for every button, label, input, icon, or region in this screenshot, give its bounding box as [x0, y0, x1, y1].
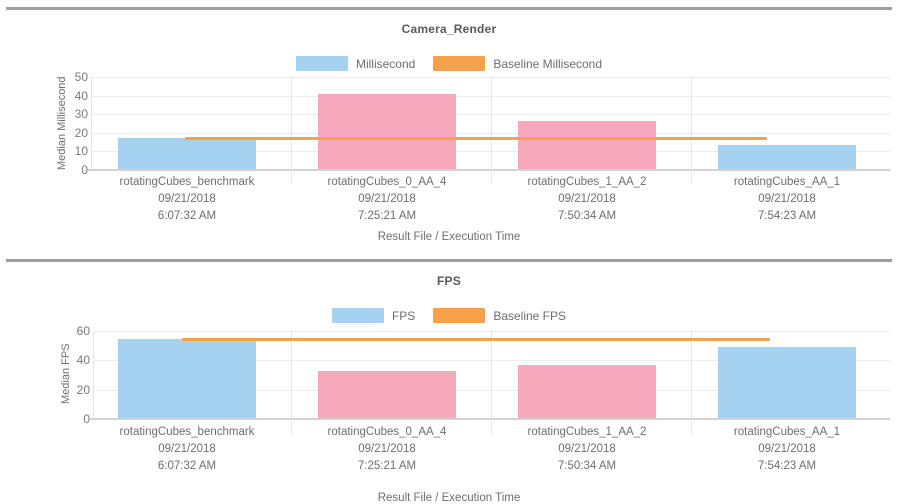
x-tick-label-2-date: 09/21/2018: [558, 443, 616, 455]
x-tick-label-0-name: rotatingCubes_benchmark: [119, 426, 255, 438]
bar-millisecond-1[interactable]: [318, 93, 456, 169]
x-tick-label-3: rotatingCubes_AA_1 09/21/2018 7:54:23 AM: [687, 174, 887, 225]
category-separator-2: [491, 76, 492, 184]
legend-label-baseline-millisecond: Baseline Millisecond: [493, 56, 603, 71]
bar-millisecond-2[interactable]: [518, 121, 656, 169]
x-tick-label-3-time: 7:54:23 AM: [757, 210, 817, 222]
x-tick-label-1-date: 09/21/2018: [358, 193, 416, 205]
y-axis-line: [93, 331, 94, 419]
x-tick-label-2-name: rotatingCubes_1_AA_2: [527, 176, 647, 188]
legend-label-fps: FPS: [391, 308, 416, 323]
bar-fps-1[interactable]: [318, 371, 456, 418]
x-axis-title-fps: Result File / Execution Time: [377, 492, 521, 504]
legend-swatch-fps-icon: [331, 308, 384, 323]
x-axis-line: [88, 169, 890, 171]
x-tick-label-2-date: 09/21/2018: [558, 193, 616, 205]
y-tick-50: 50: [74, 70, 88, 84]
gridline-20: [94, 389, 890, 391]
bar-fps-3[interactable]: [718, 346, 856, 418]
legend-swatch-millisecond-icon: [295, 56, 348, 71]
x-tick-label-0-date: 09/21/2018: [158, 193, 216, 205]
y-tick-0: 0: [83, 412, 90, 426]
x-tick-label-0: rotatingCubes_benchmark 09/21/2018 6:07:…: [87, 424, 287, 475]
bar-millisecond-0[interactable]: [118, 138, 256, 169]
x-tick-label-3: rotatingCubes_AA_1 09/21/2018 7:54:23 AM: [687, 424, 887, 475]
legend-entry-baseline-fps[interactable]: Baseline FPS: [433, 308, 566, 323]
y-tick-20: 20: [76, 382, 90, 397]
legend-entry-millisecond[interactable]: Millisecond: [295, 56, 416, 71]
x-tick-label-3-time: 7:54:23 AM: [757, 460, 817, 472]
category-separator-1: [291, 76, 292, 184]
y-tick-20: 20: [74, 125, 88, 140]
x-tick-label-1-time: 7:25:21 AM: [357, 460, 417, 472]
chart-panel-camera-render: Camera_Render Millisecond Baseline Milli…: [0, 7, 898, 243]
y-axis-line: [91, 77, 92, 170]
legend-entry-baseline-millisecond[interactable]: Baseline Millisecond: [433, 56, 602, 71]
x-tick-label-2-name: rotatingCubes_1_AA_2: [527, 426, 647, 438]
legend-swatch-baseline-millisecond-icon: [433, 56, 486, 71]
category-separator-3: [691, 76, 692, 184]
x-tick-label-2: rotatingCubes_1_AA_2 09/21/2018 7:50:34 …: [487, 174, 687, 225]
x-tick-label-1: rotatingCubes_0_AA_4 09/21/2018 7:25:21 …: [287, 424, 487, 475]
x-tick-label-0-date: 09/21/2018: [158, 443, 216, 455]
panel-divider-top: [6, 7, 892, 10]
x-tick-label-0-name: rotatingCubes_benchmark: [119, 176, 255, 188]
chart-title-camera-render: Camera_Render: [401, 22, 497, 36]
legend-camera-render: Millisecond Baseline Millisecond: [0, 56, 898, 71]
x-tick-label-3-name: rotatingCubes_AA_1: [733, 426, 841, 438]
x-tick-label-3-date: 09/21/2018: [758, 443, 816, 455]
category-separator-2: [491, 330, 492, 434]
plot-area-camera-render: Median Millisecond 0 10 20 30 40 50 rota…: [56, 70, 890, 243]
gridline-60: [94, 331, 890, 332]
y-tick-40: 40: [74, 88, 88, 103]
chart-panel-fps: FPS FPS Baseline FPS Median FPS 0 20 40 …: [0, 252, 898, 504]
category-separator-1: [291, 330, 292, 434]
x-tick-label-3-name: rotatingCubes_AA_1: [733, 176, 841, 188]
x-tick-label-0-time: 6:07:32 AM: [157, 210, 217, 222]
y-tick-40: 40: [76, 353, 90, 368]
x-tick-label-1: rotatingCubes_0_AA_4 09/21/2018 7:25:21 …: [287, 174, 487, 225]
x-tick-label-1-time: 7:25:21 AM: [357, 210, 417, 222]
y-tick-10: 10: [74, 144, 88, 159]
category-separator-3: [691, 330, 692, 434]
chart-title-fps: FPS: [437, 274, 461, 288]
y-tick-0: 0: [81, 163, 88, 177]
bar-fps-0[interactable]: [118, 339, 256, 418]
x-tick-label-0: rotatingCubes_benchmark 09/21/2018 6:07:…: [87, 174, 287, 225]
x-axis-line: [90, 418, 890, 420]
x-tick-label-2-time: 7:50:34 AM: [557, 210, 617, 222]
legend-swatch-baseline-fps-icon: [433, 308, 486, 323]
baseline-line-millisecond: [185, 136, 767, 140]
x-tick-label-2-time: 7:50:34 AM: [557, 460, 617, 472]
x-tick-label-3-date: 09/21/2018: [758, 193, 816, 205]
bar-fps-2[interactable]: [518, 365, 656, 418]
x-axis-title-camera-render: Result File / Execution Time: [377, 231, 521, 243]
y-tick-30: 30: [74, 107, 88, 122]
panel-divider-middle: [6, 259, 892, 262]
x-tick-label-0-time: 6:07:32 AM: [157, 460, 217, 472]
bar-millisecond-3[interactable]: [718, 145, 856, 169]
x-tick-label-1-name: rotatingCubes_0_AA_4: [327, 176, 447, 188]
legend-entry-fps[interactable]: FPS: [331, 308, 416, 323]
x-tick-label-1-name: rotatingCubes_0_AA_4: [327, 426, 447, 438]
legend-label-millisecond: Millisecond: [355, 56, 416, 71]
gridline-40: [94, 360, 890, 362]
x-tick-label-1-date: 09/21/2018: [358, 443, 416, 455]
x-tick-label-2: rotatingCubes_1_AA_2 09/21/2018 7:50:34 …: [487, 424, 687, 475]
baseline-line-fps: [182, 337, 770, 341]
y-tick-60: 60: [76, 324, 90, 338]
legend-label-baseline-fps: Baseline FPS: [493, 308, 567, 323]
legend-fps: FPS Baseline FPS: [0, 308, 898, 323]
plot-area-fps: Median FPS 0 20 40 60 rotatingCubes_benc…: [0, 252, 898, 504]
